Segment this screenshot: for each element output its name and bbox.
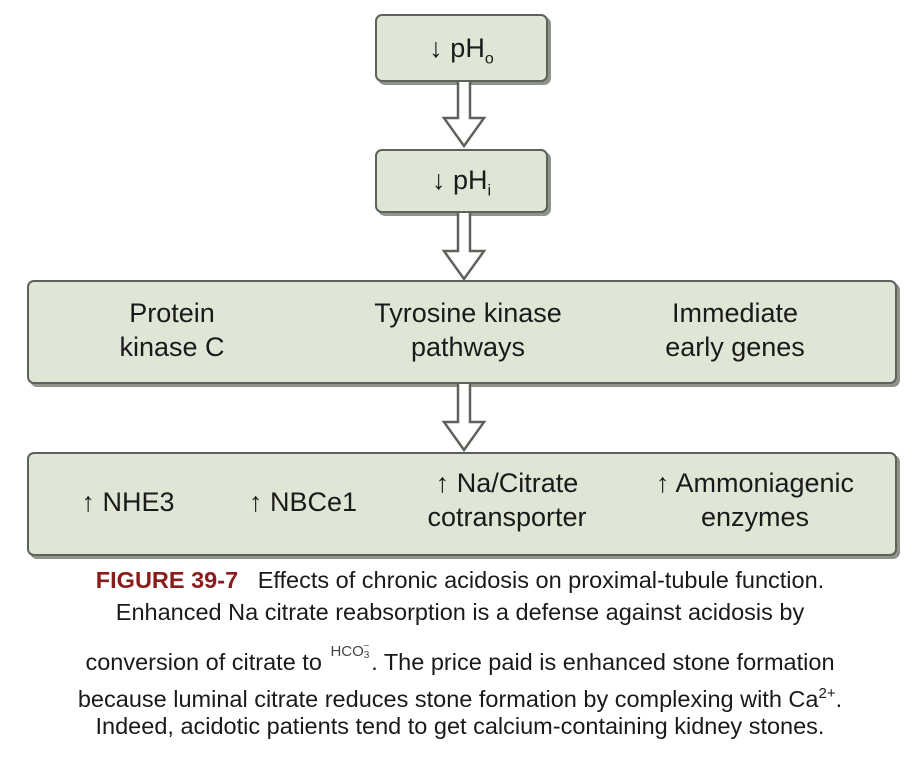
- ph-outside-label: ↓ pHo: [375, 31, 548, 76]
- bicarbonate-formula: HCO3−: [330, 641, 370, 661]
- target-ammoniagenic-enzymes: ↑ Ammoniagenic enzymes: [655, 468, 855, 532]
- ph-inside-label: ↓ pHi: [375, 163, 548, 208]
- down-arrow-icon: ↓: [429, 33, 443, 63]
- targets-box: [27, 452, 897, 556]
- caption-line-1: FIGURE 39-7 Effects of chronic acidosis …: [0, 565, 920, 596]
- target-nhe3: ↑ NHE3: [81, 487, 175, 517]
- caption-text-1: Effects of chronic acidosis on proximal-…: [257, 567, 825, 593]
- figure-label: FIGURE 39-7: [95, 567, 239, 593]
- ph-outside-text: pH: [450, 33, 485, 63]
- pathway-protein-kinase-c: Protein kinase C: [119, 298, 225, 362]
- flow-arrow-2: [441, 213, 487, 282]
- target-na-citrate-cotransporter: ↑ Na/Citrate cotransporter: [427, 468, 587, 532]
- pathway-tyrosine-kinase: Tyrosine kinase pathways: [374, 298, 562, 362]
- ph-outside-subscript: o: [484, 50, 494, 68]
- caption-line-4: because luminal citrate reduces stone fo…: [77, 685, 843, 712]
- ph-inside-subscript: i: [487, 182, 492, 200]
- caption-line-5: Indeed, acidotic patients tend to get ca…: [95, 713, 825, 739]
- ph-inside-box: [375, 149, 548, 213]
- ph-inside-text: pH: [452, 165, 488, 195]
- ph-outside-box: [375, 14, 548, 82]
- flow-arrow-1: [441, 82, 487, 149]
- target-nbce1: ↑ NBCe1: [248, 487, 358, 517]
- signaling-pathways-box: [27, 280, 897, 384]
- pathway-immediate-early-genes: Immediate early genes: [665, 298, 805, 362]
- down-arrow-icon: ↓: [431, 165, 446, 195]
- caption-line-2: Enhanced Na citrate reabsorption is a de…: [115, 599, 805, 625]
- flow-arrow-3: [441, 384, 487, 453]
- caption-line-3: conversion of citrate to HCO3−. The pric…: [0, 641, 920, 685]
